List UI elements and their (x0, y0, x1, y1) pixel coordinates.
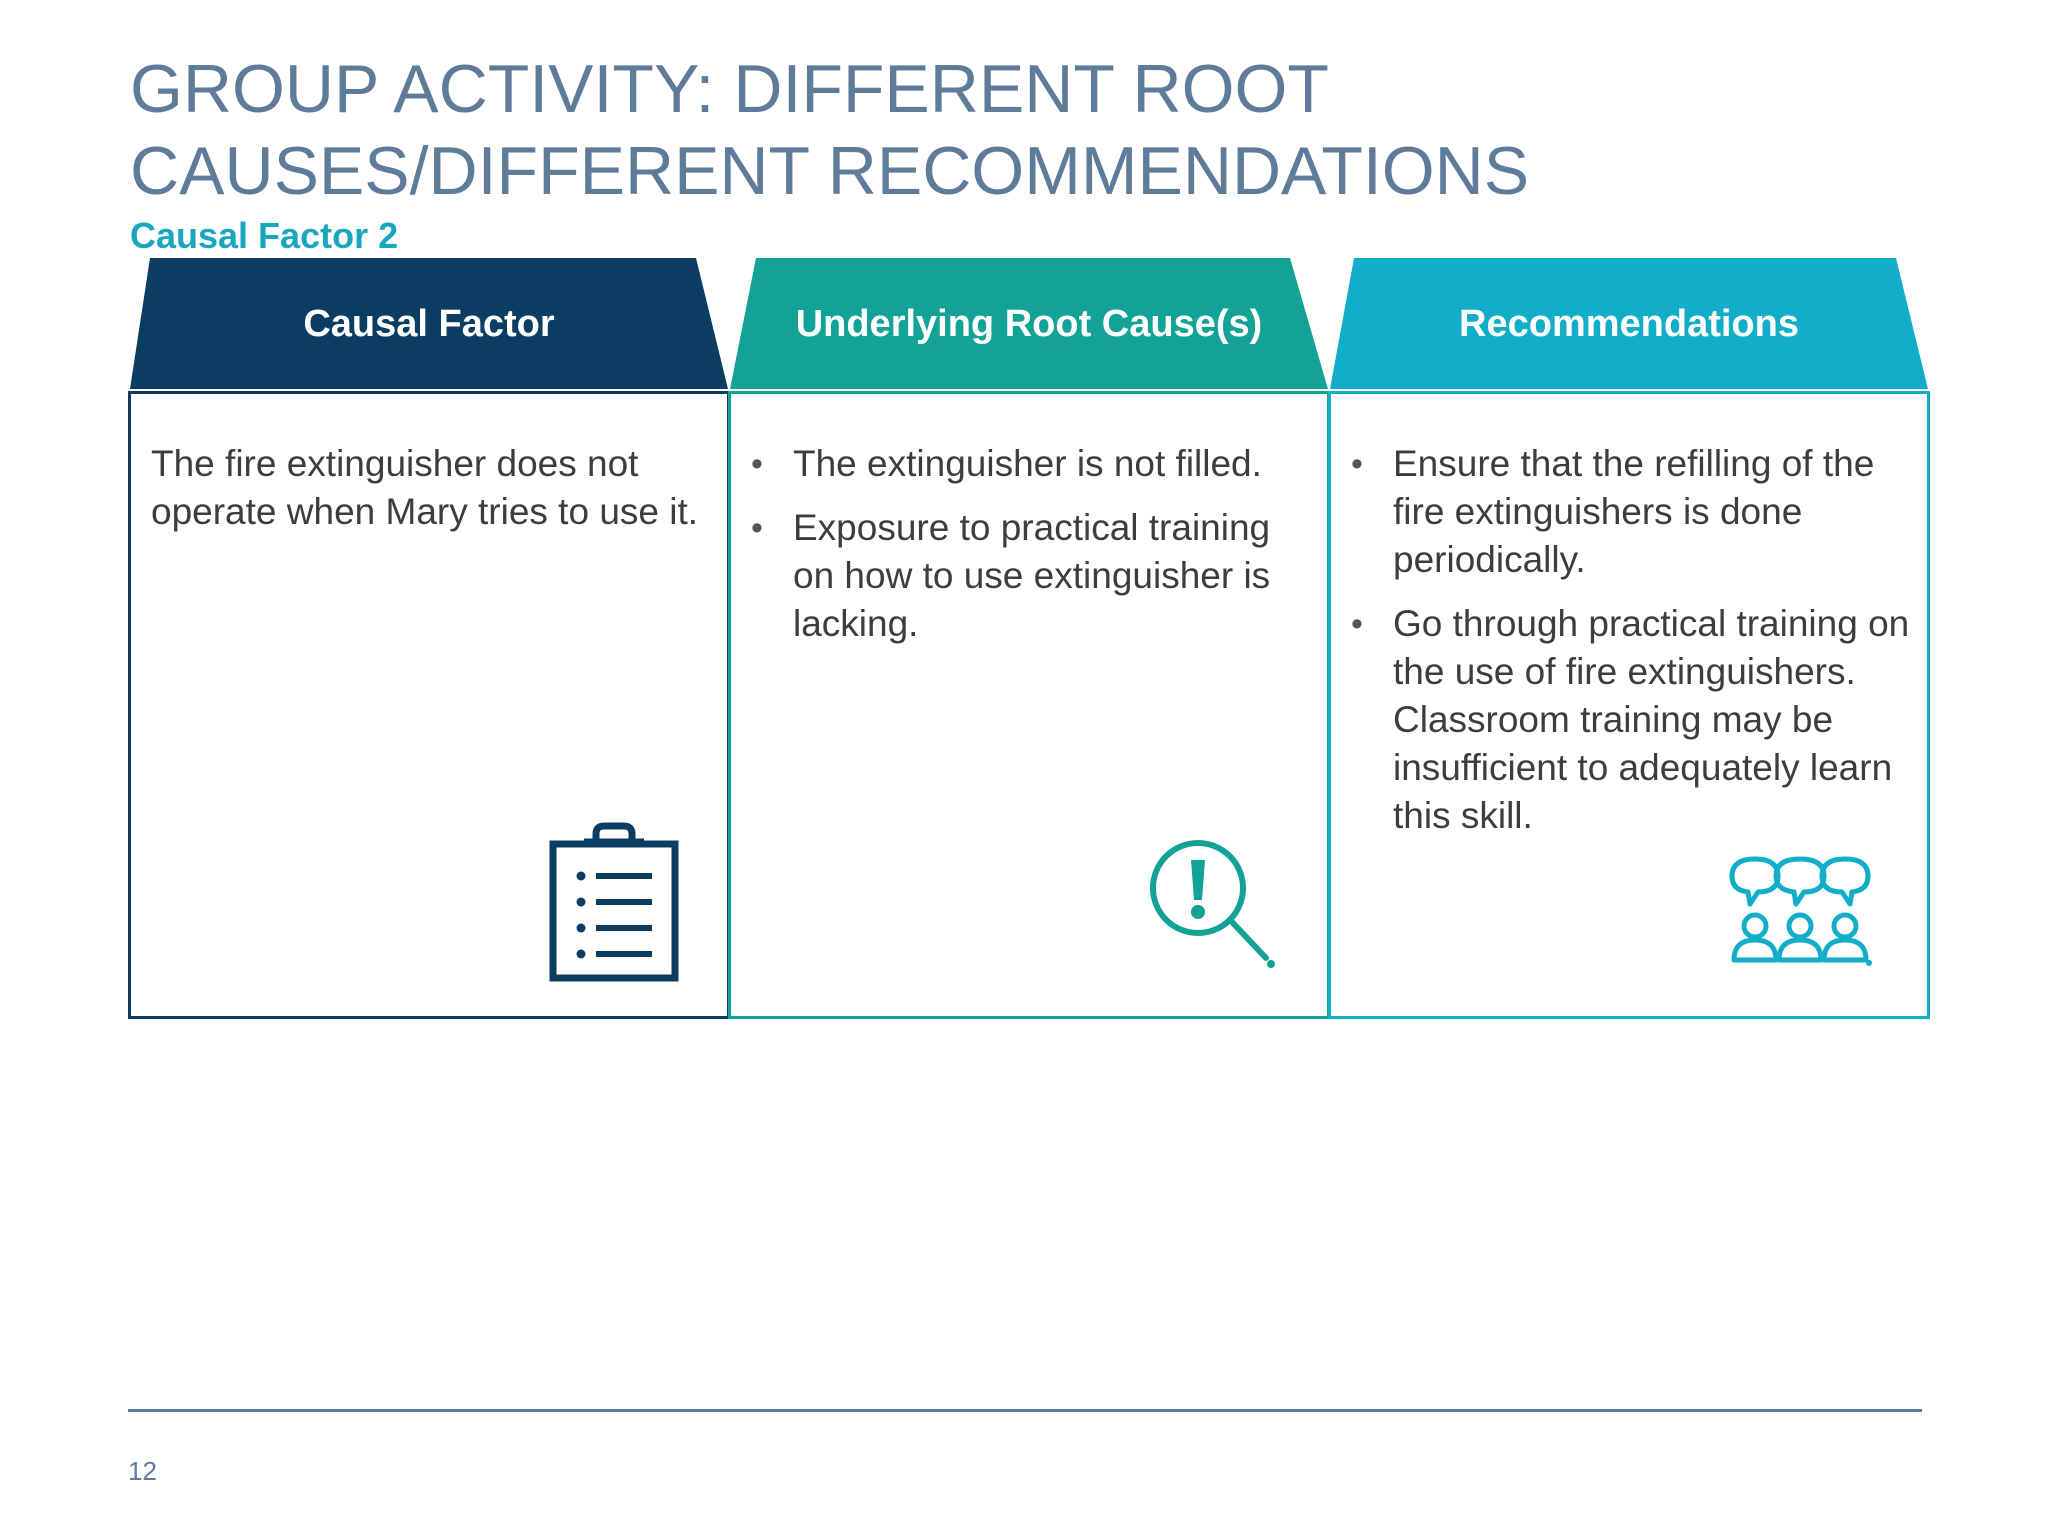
causal-factor-header: Causal Factor (303, 303, 555, 345)
list-item: • Go through practical training on the u… (1347, 600, 1913, 840)
clipboard-checklist-icon (549, 822, 679, 982)
group-discussion-icon (1729, 856, 1872, 966)
bullet-dot: • (751, 445, 763, 483)
root-cause-header: Underlying Root Cause(s) (795, 303, 1263, 345)
recommendations-header: Recommendations (1459, 303, 1799, 345)
list-item: • Exposure to practical training on how … (747, 504, 1313, 648)
root-cause-tab: Underlying Root Cause(s) (728, 258, 1330, 389)
root-cause-panel: • The extinguisher is not filled. • Expo… (728, 391, 1330, 1019)
list-item: • The extinguisher is not filled. (747, 440, 1313, 488)
bullet-dot: • (751, 509, 763, 547)
causal-factor-text: The fire extinguisher does not operate w… (151, 443, 699, 532)
slide-title: GROUP ACTIVITY: DIFFERENT ROOT CAUSES/DI… (130, 48, 1930, 212)
recommendations-column: Recommendations • Ensure that the refill… (1328, 258, 1930, 1019)
recommendations-tab-shape (1330, 258, 1928, 389)
root-cause-column: Underlying Root Cause(s) • The extinguis… (728, 258, 1330, 1019)
page-number: 12 (128, 1456, 157, 1486)
magnifier-exclamation-icon (1150, 840, 1275, 968)
bullet-dot: • (1351, 445, 1363, 483)
footer-divider (128, 1409, 1922, 1412)
list-item-text: Ensure that the refilling of the fire ex… (1393, 443, 1875, 580)
list-item-text: Go through practical training on the use… (1393, 603, 1910, 836)
causal-factor-tab-shape (130, 258, 728, 389)
list-item-text: The extinguisher is not filled. (793, 443, 1262, 484)
causal-factor-tab: Causal Factor (128, 258, 730, 389)
root-cause-list: • The extinguisher is not filled. • Expo… (747, 440, 1313, 664)
bullet-dot: • (1351, 605, 1363, 643)
slide-title-line-2: CAUSES/DIFFERENT RECOMMENDATIONS (130, 133, 1530, 209)
recommendations-list: • Ensure that the refilling of the fire … (1347, 440, 1913, 856)
list-item-text: Exposure to practical training on how to… (793, 507, 1271, 644)
slide-subtitle: Causal Factor 2 (130, 215, 399, 256)
recommendations-tab: Recommendations (1328, 258, 1930, 389)
causal-factor-panel: The fire extinguisher does not operate w… (128, 391, 730, 1019)
root-cause-tab-shape (730, 258, 1328, 389)
recommendations-panel: • Ensure that the refilling of the fire … (1328, 391, 1930, 1019)
causal-factor-column: Causal Factor The fire extinguisher does… (128, 258, 730, 1019)
list-item: • Ensure that the refilling of the fire … (1347, 440, 1913, 584)
slide-title-line-1: GROUP ACTIVITY: DIFFERENT ROOT (130, 51, 1329, 127)
